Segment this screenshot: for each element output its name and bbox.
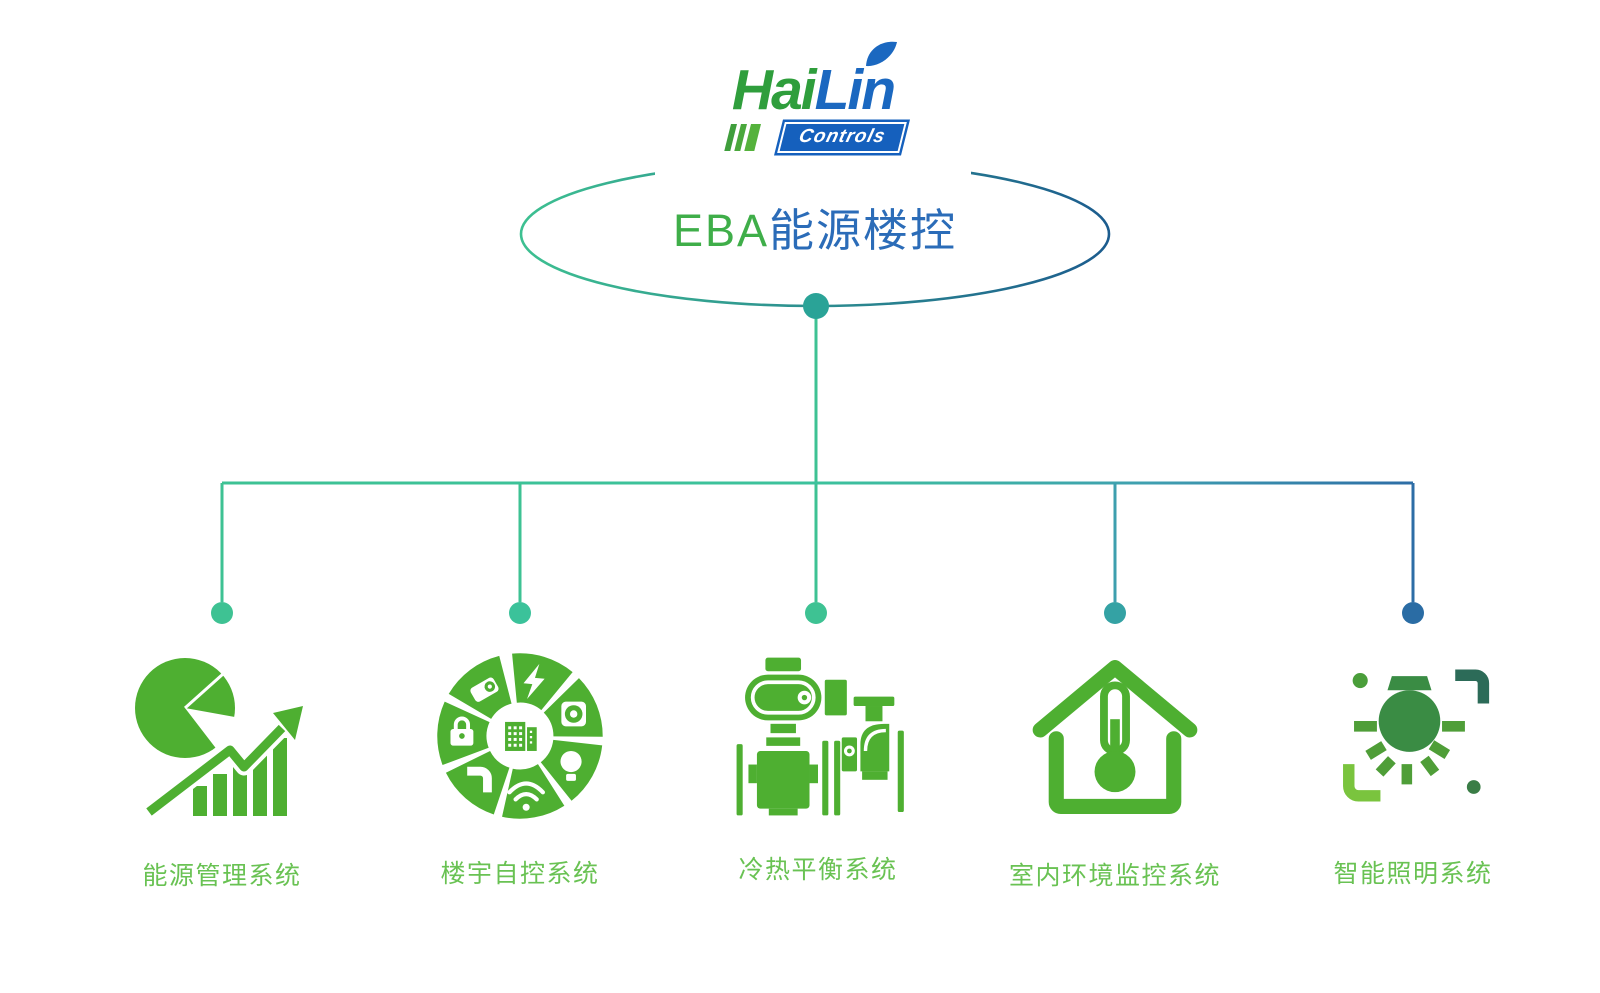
pie-bar-chart-icon [135, 658, 303, 819]
node-dot-4 [1104, 602, 1126, 624]
hailin-wordmark: HaiLin [732, 41, 898, 119]
controls-badge-label: Controls [797, 126, 889, 147]
hub-anchor-dot [803, 293, 829, 319]
lock-icon [450, 716, 474, 746]
node-smart-lighting: 智能照明系统 [1283, 648, 1543, 890]
node-label: 智能照明系统 [1333, 860, 1493, 888]
node-dot-5 [1402, 602, 1424, 624]
building-icon [490, 706, 550, 766]
logo-stripes-icon [724, 124, 762, 151]
node-label: 室内环境监控系统 [1008, 862, 1221, 890]
node-heat-balance: 冷热平衡系统 [688, 648, 948, 886]
hub-title-suffix: 能源楼控 [769, 205, 958, 256]
node-dot-3 [805, 602, 827, 624]
corner-dot-top-left [1352, 672, 1368, 689]
bulb-icon [560, 750, 582, 781]
wordmark-blue-part: Lin [814, 58, 896, 122]
hub-title: EBA能源楼控 [525, 206, 1105, 256]
gear-icon [561, 701, 586, 727]
smart-lighting-icon [1343, 669, 1490, 802]
corner-dot-bottom-right [1466, 780, 1481, 794]
wifi-icon [507, 781, 545, 811]
wordmark-green-part: Hai [731, 58, 817, 122]
house-thermometer-icon [1032, 660, 1198, 814]
camera-icon [470, 677, 499, 702]
controls-badge: Controls [777, 122, 908, 153]
pump-valve-icon [736, 657, 904, 816]
building-systems-wheel-icon [437, 653, 603, 819]
light-rays [1354, 721, 1465, 785]
light-bulb-icon [1378, 676, 1441, 752]
logo-subline: Controls [655, 122, 971, 153]
node-label: 冷热平衡系统 [738, 856, 898, 884]
node-energy-management: 能源管理系统 [92, 648, 352, 892]
node-label: 能源管理系统 [142, 862, 302, 890]
node-building-automation: 楼宇自控系统 [390, 648, 650, 890]
leaf-icon [866, 41, 898, 67]
pipe-icon [467, 766, 492, 793]
node-dot-2 [509, 602, 531, 624]
hub-title-prefix: EBA [672, 205, 770, 256]
node-indoor-environment: 室内环境监控系统 [985, 648, 1245, 892]
hailin-logo: HaiLin Controls [655, 41, 971, 184]
node-label: 楼宇自控系统 [440, 860, 600, 888]
corner-bracket-top-right [1455, 669, 1490, 704]
node-dot-1 [211, 602, 233, 624]
lightning-icon [523, 663, 545, 700]
corner-bracket-bottom-left [1343, 764, 1381, 802]
